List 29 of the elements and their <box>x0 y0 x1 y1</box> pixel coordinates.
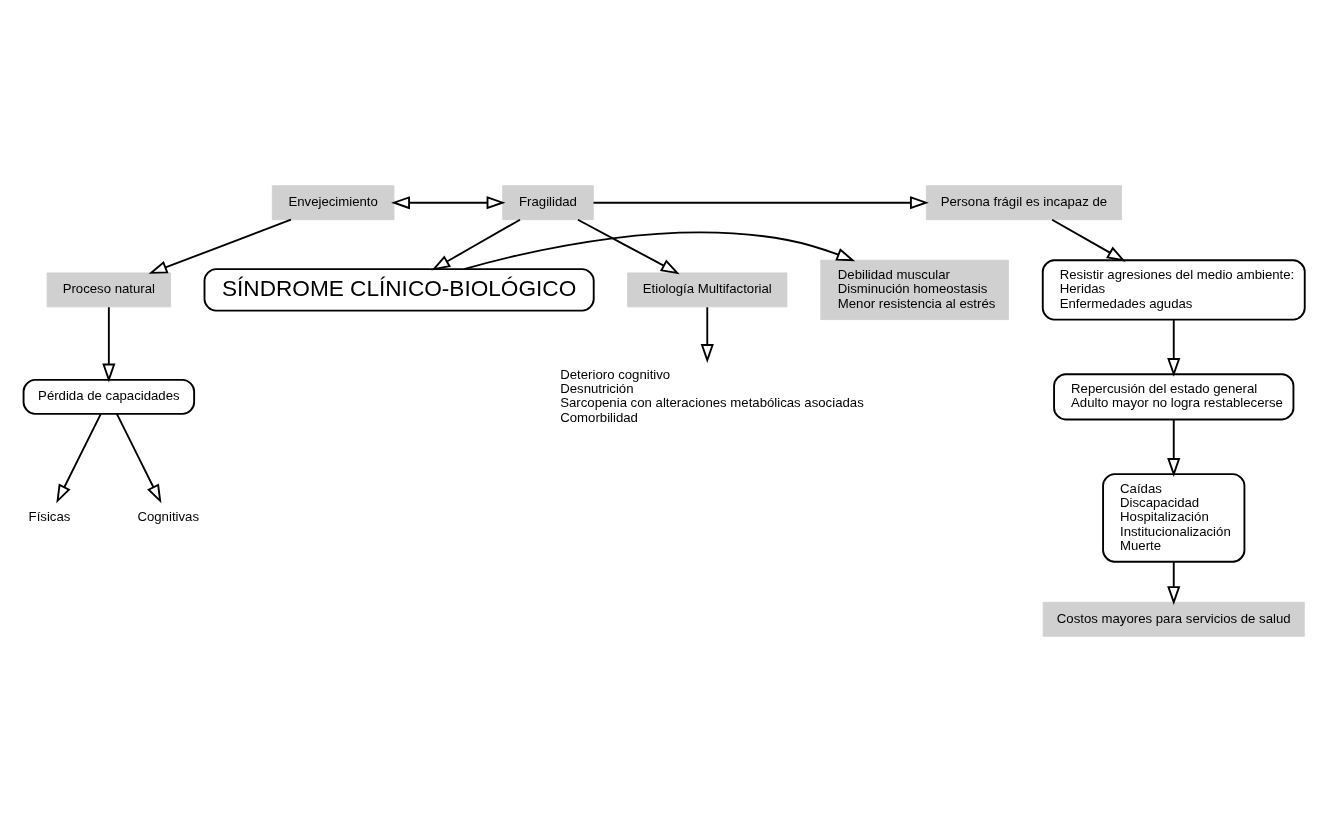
arrow <box>431 218 521 270</box>
arrow <box>1167 560 1181 605</box>
arrow <box>592 195 929 209</box>
node-box: Debilidad muscular Disminución homeostasis Menor resistencia al estrés <box>820 259 1009 320</box>
node-box: Resistir agresiones del medio ambiente: Heridas Enfermedades agudas <box>1041 258 1306 321</box>
arrow <box>56 412 102 503</box>
node-box: Caídas Discapacidad Hospitalización Institucionalización Muerte <box>1102 472 1246 563</box>
node-box: Costos mayores para servicios de salud <box>1042 601 1305 637</box>
arrow <box>700 305 714 363</box>
node-box: Envejecimiento <box>271 184 395 220</box>
node-text: Cognitivas <box>137 508 200 524</box>
node-box: Pérdida de capacidades <box>22 378 196 415</box>
node-box: Proceso natural <box>46 271 172 307</box>
arrow <box>115 412 162 503</box>
arrow <box>148 218 292 274</box>
node-box: SÍNDROME CLÍNICO-BIOLÓGICO <box>203 267 595 312</box>
arrow <box>102 305 116 382</box>
arrow <box>1167 418 1181 477</box>
node-box: Repercusión del estado general Adulto mayor no logra restablecerse <box>1053 372 1295 420</box>
arrow <box>1051 218 1126 262</box>
arrow <box>391 195 506 209</box>
node-text: Físicas <box>28 508 71 524</box>
arrow <box>577 218 680 274</box>
node-box: Persona frágil es incapaz de <box>925 184 1122 220</box>
node-text: Deterioro cognitivo Desnutrición Sarcopenia con alteraciones metabólicas asociadas Comorbilidad <box>560 366 864 425</box>
node-box: Etiología Multifactorial <box>627 271 788 307</box>
arrow <box>463 231 856 270</box>
node-box: Fragilidad <box>502 184 594 220</box>
arrow <box>1167 318 1181 377</box>
